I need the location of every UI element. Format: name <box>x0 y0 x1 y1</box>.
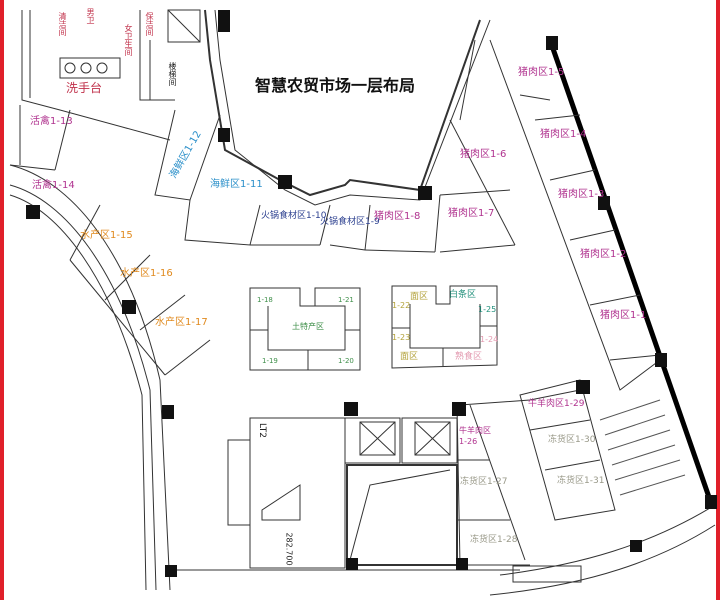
stall-1-11: 海鲜区1-11 <box>210 179 263 190</box>
stall-1-21: 1-21 <box>338 296 354 304</box>
plan-title: 智慧农贸市场一层布局 <box>255 76 416 95</box>
stall-1-23: 1-23 <box>392 333 411 342</box>
stall-1-26-title: 牛羊肉区 <box>459 426 491 435</box>
stall-1-1: 猪肉区1-1 <box>600 310 647 321</box>
local-specialty-label: 土特产区 <box>292 322 324 331</box>
stall-1-8: 猪肉区1-8 <box>374 211 421 222</box>
lift-label: LT2 <box>257 423 267 438</box>
stall-1-4: 猪肉区1-4 <box>540 129 587 140</box>
stall-1-28: 冻货区1-28 <box>470 535 518 545</box>
stall-1-18: 1-18 <box>257 296 273 304</box>
stall-1-6: 猪肉区1-6 <box>460 149 507 160</box>
stall-1-17: 水产区1-17 <box>155 317 208 328</box>
elevation-label: 282.700 <box>284 532 294 566</box>
womens-toilet-label: 女卫生间 <box>124 24 133 56</box>
janitor-room-label: 保洁间 <box>145 12 154 36</box>
stall-1-7: 猪肉区1-7 <box>448 208 495 219</box>
stall-1-16: 水产区1-16 <box>120 268 173 279</box>
stall-1-9: 火锅食材区1-9 <box>320 217 380 227</box>
stall-1-26: 1-26 <box>459 437 478 446</box>
mens-toilet-label: 男卫 <box>86 8 95 24</box>
noodle-area-bottom: 面区 <box>400 352 419 362</box>
stall-1-25: 1-25 <box>478 305 497 314</box>
stall-1-15: 水产区1-15 <box>80 230 133 241</box>
stall-1-13: 活禽1-13 <box>30 116 73 127</box>
stall-1-10: 火锅食材区1-10 <box>261 211 327 221</box>
noodle-area-top: 面区 <box>410 292 429 302</box>
stall-1-19: 1-19 <box>262 357 278 365</box>
stall-1-20: 1-20 <box>338 357 354 365</box>
right-border <box>716 0 720 600</box>
stall-1-5: 猪肉区1-5 <box>518 67 565 78</box>
stall-1-2: 猪肉区1-2 <box>580 249 627 260</box>
stair-room-label: 楼梯间 <box>168 62 177 86</box>
stall-1-24: 1-24 <box>480 335 499 344</box>
cleaning-room-label: 清洁间 <box>58 12 67 36</box>
baitiao-area: 白条区 <box>449 290 477 300</box>
stall-1-27: 冻货区1-27 <box>460 477 508 487</box>
stall-1-14: 活禽1-14 <box>32 180 75 191</box>
stall-1-3: 猪肉区1-3 <box>558 189 605 200</box>
left-border <box>0 0 4 600</box>
stall-1-29: 牛羊肉区1-29 <box>528 399 585 409</box>
stall-1-31: 冻货区1-31 <box>557 476 605 486</box>
deli-area: 熟食区 <box>455 352 483 362</box>
stall-1-22: 1-22 <box>392 301 411 310</box>
stall-1-30: 冻货区1-30 <box>548 435 596 445</box>
wash-basin-label: 洗手台 <box>66 81 103 95</box>
